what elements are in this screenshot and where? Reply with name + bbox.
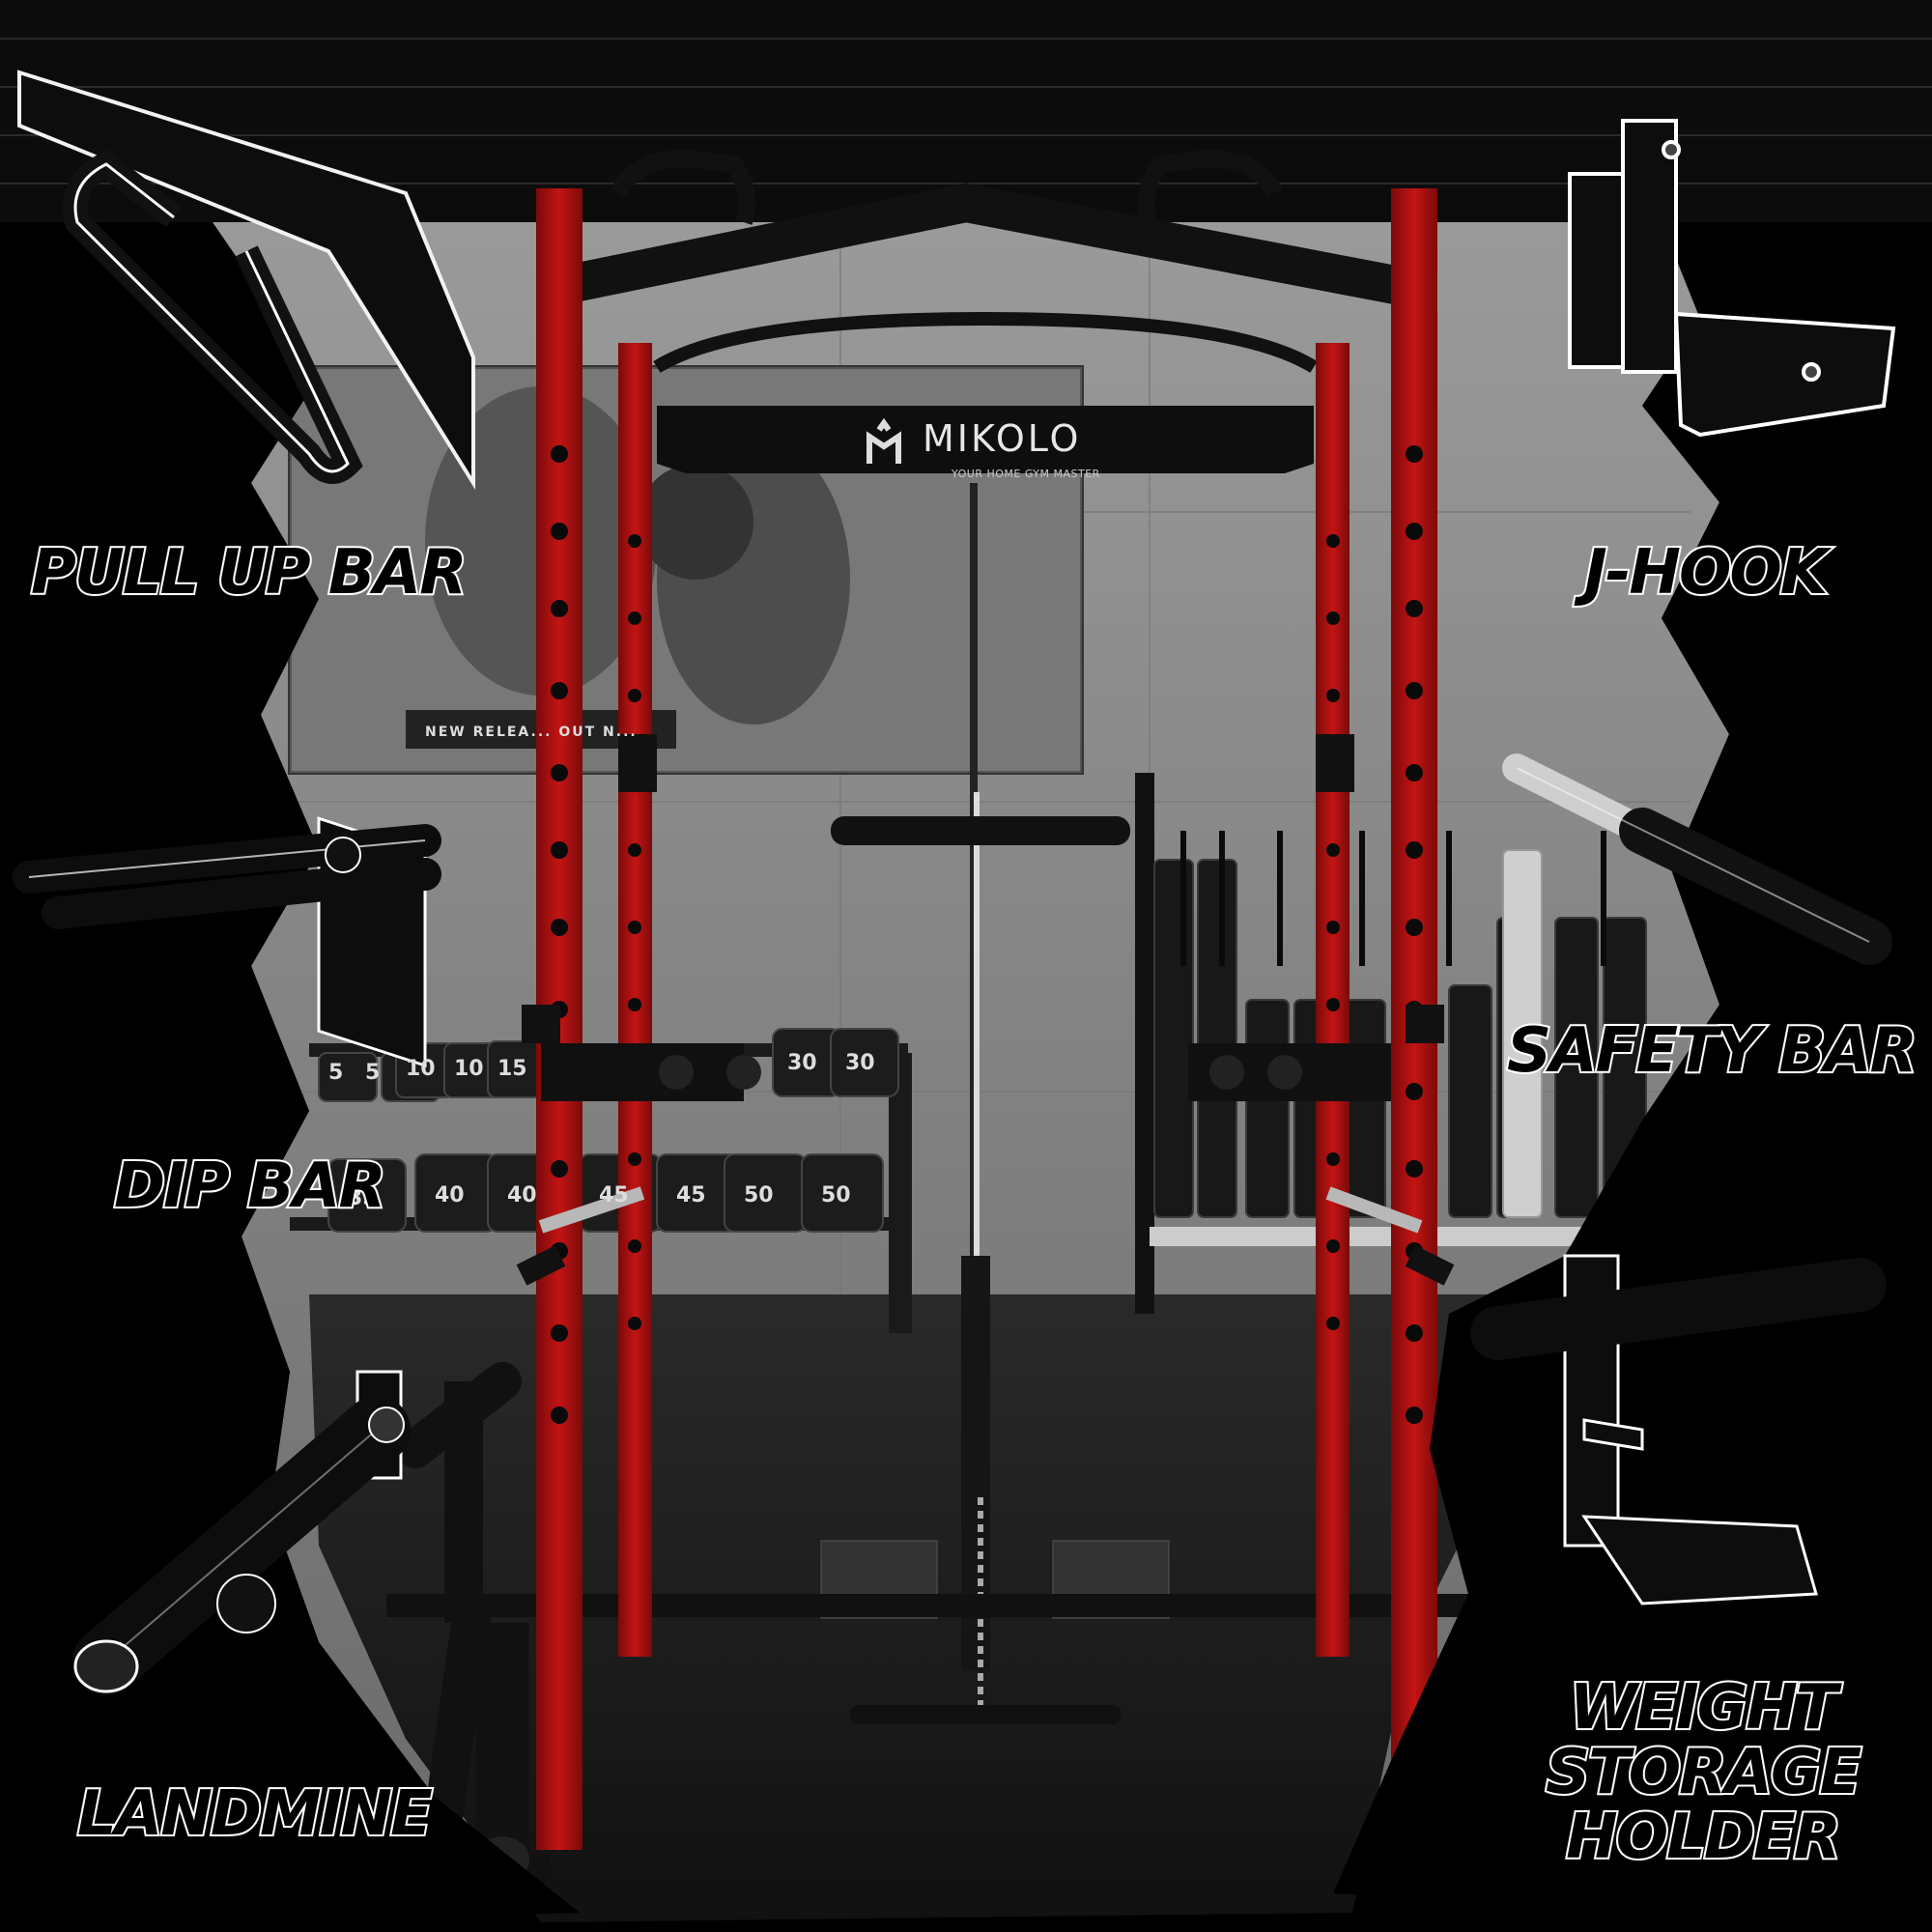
- dumbbell-label: 10: [454, 1057, 484, 1081]
- safety-bar-inset: [1502, 753, 1892, 965]
- j-hook-inset: [1568, 119, 1896, 438]
- dumbbell-label: 45: [676, 1183, 706, 1208]
- j-hook-label: J-HOOK: [1582, 537, 1830, 609]
- dumbbell-label: 10: [406, 1057, 436, 1081]
- pull-up-bar-inset: [17, 70, 475, 490]
- dumbbell-label: 5: [365, 1061, 381, 1085]
- dumbbell-label: 35: [348, 1186, 378, 1210]
- landmine-inset: [72, 1370, 411, 1695]
- weight-storage-inset: [1470, 1254, 1887, 1605]
- dip-bar-label: DIP BAR: [112, 1151, 388, 1222]
- dip-bar-inset: [13, 816, 441, 1067]
- brand-tagline: YOUR HOME GYM MASTER: [952, 468, 1100, 480]
- dumbbell-label: 40: [435, 1183, 465, 1208]
- landmine-label: LANDMINE: [75, 1778, 435, 1850]
- safety-bar-label: SAFETY BAR: [1505, 1015, 1919, 1087]
- pull-up-bar-label: PULL UP BAR: [29, 537, 469, 609]
- dumbbell-label: 30: [787, 1051, 817, 1075]
- poster-text: NEW RELEA... OUT N...: [425, 724, 638, 740]
- dumbbell-label: 30: [845, 1051, 875, 1075]
- weight-storage-holder-label: WEIGHT STORAGE HOLDER: [1544, 1672, 1863, 1874]
- brand-name: MIKOLO: [923, 417, 1082, 460]
- dumbbell-label: 45: [599, 1183, 629, 1208]
- dumbbell-label: 40: [507, 1183, 537, 1208]
- dumbbell-label: 50: [821, 1183, 851, 1208]
- dumbbell-label: 50: [744, 1183, 774, 1208]
- dumbbell-label: 15: [497, 1057, 527, 1081]
- dumbbell-label: 5: [328, 1061, 344, 1085]
